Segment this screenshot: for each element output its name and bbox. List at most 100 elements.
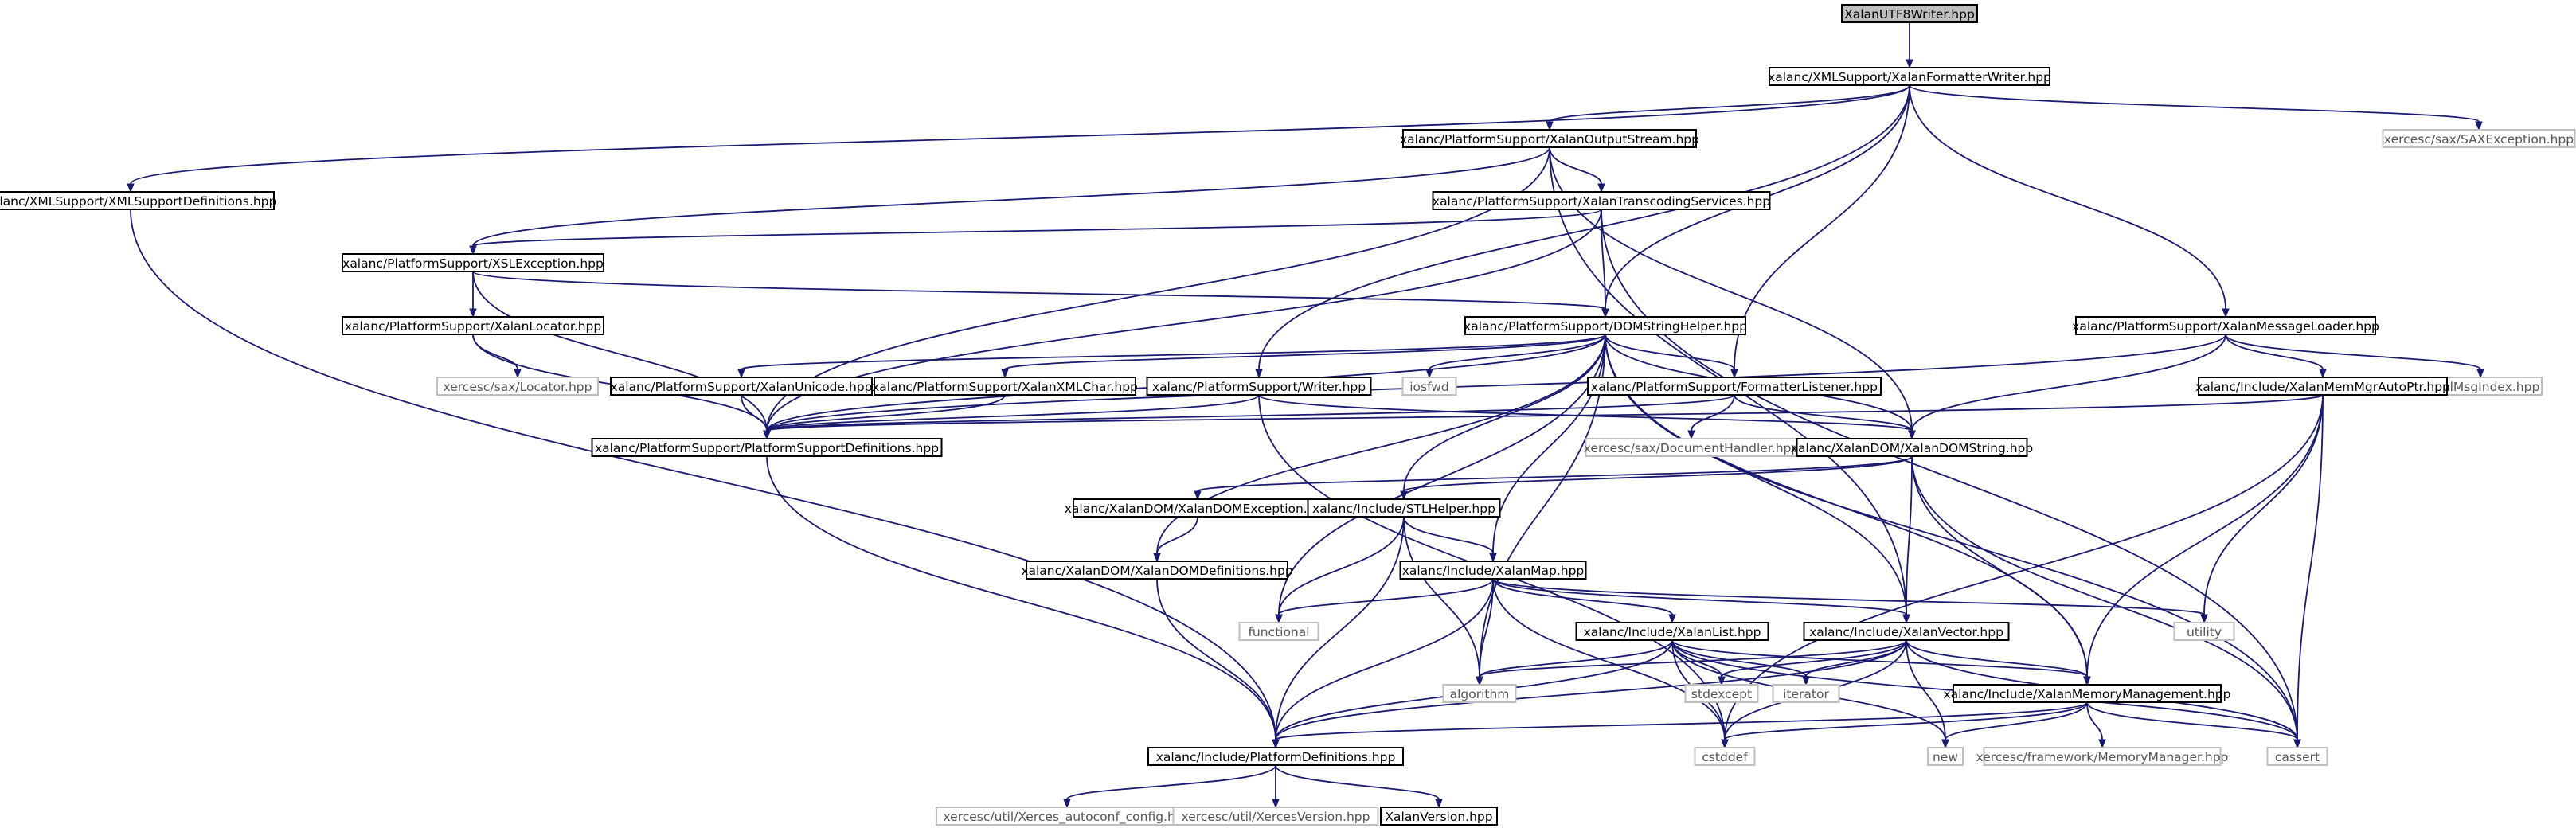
edge-line	[1066, 764, 1276, 800]
node-box	[1172, 807, 1379, 826]
node-dsh[interactable]: xalanc/PlatformSupport/DOMStringHelper.h…	[1464, 316, 1747, 335]
node-stl[interactable]: xalanc/Include/STLHelper.hpp	[1307, 498, 1501, 518]
edge-line	[1403, 516, 1494, 554]
node-iosfwd: iosfwd	[1401, 377, 1457, 396]
edge-line	[1601, 209, 2298, 740]
edge-line	[1403, 455, 1913, 492]
node-box	[1402, 129, 1697, 148]
node-writer[interactable]: xalanc/PlatformSupport/Writer.hpp	[1146, 377, 1372, 396]
edge-arrowhead	[1255, 369, 1263, 379]
node-xfw[interactable]: xalanc/XMLSupport/XalanFormatterWriter.h…	[1768, 67, 2051, 86]
edge-line	[1911, 334, 2226, 432]
edge-pd-to-xalver	[1275, 764, 1443, 809]
edge-line	[1492, 578, 1907, 615]
node-xmlsupdef[interactable]: xalanc/XMLSupport/XMLSupportDefinitions.…	[0, 191, 276, 210]
edge-xds-to-stl	[1400, 455, 1913, 501]
node-label: xalanc/PlatformSupport/FormatterListener…	[1591, 380, 1878, 394]
node-functional: functional	[1238, 622, 1319, 641]
edge-xds-to-xmm	[1911, 455, 2091, 686]
edge-xmmap-to-utility	[2200, 394, 2324, 624]
edge-line	[1492, 578, 1726, 740]
node-label: XalanVersion.hpp	[1385, 810, 1492, 824]
edge-line	[1492, 578, 2205, 615]
node-label: xalanc/XMLSupport/XMLSupportDefinitions.…	[0, 194, 276, 209]
node-label: cassert	[2275, 750, 2320, 764]
node-xddef[interactable]: xalanc/XalanDOM/XalanDOMDefinitions.hpp	[1021, 561, 1293, 580]
edge-stl-to-xmap	[1403, 516, 1497, 563]
edge-line	[766, 394, 1735, 432]
edge-arrowhead	[1730, 369, 1738, 379]
node-pd[interactable]: xalanc/Include/PlatformDefinitions.hpp	[1147, 747, 1404, 766]
node-xuni[interactable]: xalanc/PlatformSupport/XalanUnicode.hpp	[610, 377, 873, 396]
edge-line	[1906, 639, 2088, 678]
node-label: functional	[1248, 625, 1309, 639]
edge-line	[472, 334, 518, 370]
edge-arrowhead	[2476, 369, 2484, 379]
node-xmmap[interactable]: xalanc/Include/XalanMemMgrAutoPtr.hpp	[2195, 377, 2450, 396]
edge-xddef-to-pd	[1156, 578, 1280, 749]
edge-line	[1479, 639, 1673, 678]
edge-line	[1479, 334, 1606, 678]
node-label: xalanc/PlatformSupport/XalanUnicode.hpp	[611, 380, 873, 394]
edge-xds-to-cassert	[1911, 455, 2301, 749]
node-xmap[interactable]: xalanc/Include/XalanMap.hpp	[1399, 561, 1587, 580]
node-root[interactable]: XalanUTF8Writer.hpp	[1841, 4, 1978, 23]
node-xloc[interactable]: xalanc/PlatformSupport/XalanLocator.hpp	[342, 316, 604, 335]
node-box	[1841, 4, 1978, 23]
node-xvec[interactable]: xalanc/Include/XalanVector.hpp	[1803, 622, 2010, 641]
node-xmm[interactable]: xalanc/Include/XalanMemoryManagement.hpp	[1943, 684, 2231, 703]
node-xalver[interactable]: XalanVersion.hpp	[1380, 807, 1498, 826]
edge-line	[1605, 334, 1735, 370]
node-xos[interactable]: xalanc/PlatformSupport/XalanOutputStream…	[1400, 129, 1699, 148]
edge-line	[2203, 394, 2324, 615]
node-utility: utility	[2173, 622, 2235, 641]
node-label: xalanc/PlatformSupport/XalanMessageLoade…	[2072, 319, 2379, 334]
node-box	[1464, 316, 1746, 335]
edge-line	[1156, 516, 1198, 554]
edge-arrowhead	[1906, 59, 1913, 69]
edge-xmmap-to-psd	[763, 394, 2324, 440]
node-box	[1401, 377, 1457, 396]
edge-line	[1275, 578, 1494, 740]
edge-arrowhead	[2319, 369, 2327, 379]
edge-arrowhead	[2200, 614, 2208, 624]
edge-line	[1275, 639, 1907, 740]
node-box	[1772, 684, 1840, 703]
node-fl[interactable]: xalanc/PlatformSupport/FormatterListener…	[1587, 377, 1882, 396]
node-box	[2266, 747, 2328, 766]
edge-xml-to-xmmap	[2225, 334, 2327, 379]
node-xslexc[interactable]: xalanc/PlatformSupport/XSLException.hpp	[342, 253, 604, 272]
edge-line	[1671, 639, 1807, 678]
node-label: xalanc/XMLSupport/XalanFormatterWriter.h…	[1768, 70, 2051, 84]
node-xml[interactable]: xalanc/PlatformSupport/XalanMessageLoade…	[2072, 316, 2379, 335]
edge-line	[2086, 701, 2298, 740]
node-box	[591, 438, 943, 457]
edge-line	[1275, 516, 1405, 740]
edge-stl-to-functional	[1275, 516, 1405, 624]
node-box	[2075, 316, 2376, 335]
edge-line	[1429, 334, 1606, 370]
node-psd[interactable]: xalanc/PlatformSupport/PlatformSupportDe…	[591, 438, 943, 457]
edge-xslexc-to-psd	[472, 271, 771, 440]
edge-line	[1671, 639, 2088, 678]
node-xdexc[interactable]: xalanc/XalanDOM/XalanDOMException.hpp	[1065, 498, 1331, 518]
node-box	[342, 316, 604, 335]
node-xlist[interactable]: xalanc/Include/XalanList.hpp	[1575, 622, 1769, 641]
node-label: xalanc/Include/XalanMemMgrAutoPtr.hpp	[2195, 380, 2450, 394]
node-cassert: cassert	[2266, 747, 2328, 766]
edge-fl-to-xds	[1734, 394, 1916, 440]
edge-arrowhead	[469, 308, 477, 318]
node-xts[interactable]: xalanc/PlatformSupport/XalanTranscodingS…	[1432, 191, 1771, 210]
node-label: XalanUTF8Writer.hpp	[1844, 7, 1975, 21]
node-label: stdexcept	[1691, 687, 1752, 701]
edge-xfw-to-xos	[1546, 84, 1910, 131]
edge-arrowhead	[1476, 676, 1483, 686]
edge-xmmap-to-xmm	[2083, 394, 2324, 686]
edge-arrowhead	[1687, 430, 1695, 440]
node-xds[interactable]: xalanc/XalanDOM/XalanDOMString.hpp	[1791, 438, 2033, 457]
node-box	[1147, 747, 1404, 766]
edge-xml-to-lmi	[2225, 334, 2484, 379]
node-label: xalanc/PlatformSupport/XalanXMLChar.hpp	[872, 380, 1138, 394]
node-box	[436, 377, 599, 396]
node-xxmlc[interactable]: xalanc/PlatformSupport/XalanXMLChar.hpp	[872, 377, 1138, 396]
